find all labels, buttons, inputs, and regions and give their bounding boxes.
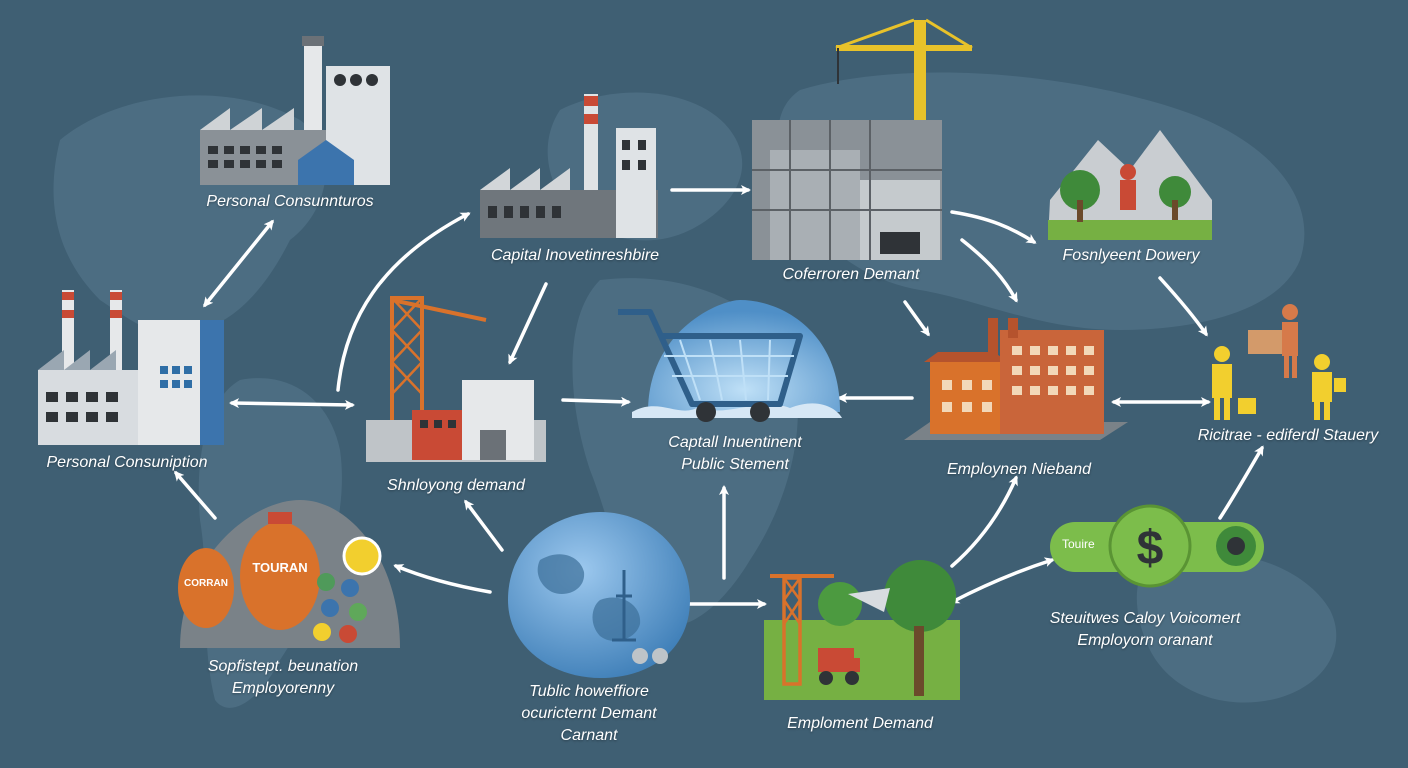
arrow-money-figures bbox=[1218, 445, 1264, 520]
label-capital-public: Captall Inuentinent Public Stement bbox=[668, 434, 802, 473]
label-fosnlyent-dowery: Fosnlyeent Dowery bbox=[1062, 247, 1200, 264]
money-bar-icon: Touire $ bbox=[1050, 504, 1264, 588]
label-tublic: Tublic howeffiore ocuricternt Demant Car… bbox=[521, 683, 657, 744]
label-ricitrae: Ricitrae - ediferdl Stauery bbox=[1197, 427, 1379, 444]
label-coferroren-demand: Coferroren Demant bbox=[782, 266, 920, 283]
arrow-consumption-shnloyong bbox=[229, 398, 355, 410]
label-personal-consumption: Personal Consuniption bbox=[46, 454, 208, 471]
flow-arrows bbox=[174, 185, 1264, 609]
arrow-employment-up bbox=[950, 475, 1018, 568]
people-figures-icon bbox=[1212, 304, 1346, 420]
arrow-globe-to-tourism bbox=[393, 564, 492, 594]
label-sophistept: Sopfistept. beunation Employorenny bbox=[207, 658, 359, 697]
arrow-fosnly-figures bbox=[1158, 276, 1208, 337]
factory-icon-top-left bbox=[200, 36, 390, 185]
tourism-sign-left: CORRAN bbox=[184, 578, 228, 589]
arrow-capital-down bbox=[508, 282, 548, 365]
construction-site-icon bbox=[752, 18, 973, 260]
arrow-globe-to-shnloyong bbox=[464, 499, 504, 552]
arrow-consumption-consumptions bbox=[203, 219, 274, 308]
label-personal-consumptions: Personal Consunnturos bbox=[206, 193, 374, 210]
arrow-cofer-brick-a bbox=[960, 238, 1018, 303]
factory-icon-left bbox=[38, 290, 224, 445]
arrow-cofer-fosnly bbox=[950, 210, 1037, 244]
arrow-employment-money bbox=[949, 557, 1055, 604]
factory-icon-top-center bbox=[480, 94, 658, 238]
label-shnloyong-demand: Shnloyong demand bbox=[387, 477, 525, 494]
arrow-tourism-to-consumption bbox=[174, 470, 217, 520]
label-employment-demand: Emploment Demand bbox=[787, 715, 933, 732]
construction-nature-icon bbox=[764, 560, 960, 700]
tourism-signs-icon: CORRAN TOURAN bbox=[178, 500, 400, 648]
money-bar-label: Touire bbox=[1062, 537, 1095, 551]
tourism-sign-right: TOURAN bbox=[252, 560, 307, 575]
arrow-to-cart bbox=[561, 396, 631, 407]
label-employnen-demand: Employnen Nieband bbox=[946, 461, 1092, 478]
label-steuitwes: Steuitwes Caloy Voicomert Employorn oran… bbox=[1049, 610, 1241, 649]
crane-factory-icon bbox=[366, 296, 546, 462]
arrow-up-to-capital bbox=[336, 212, 471, 392]
landscape-mountain-icon bbox=[1048, 130, 1212, 240]
brick-building-icon bbox=[904, 318, 1128, 440]
globe-icon bbox=[508, 512, 690, 678]
shopping-cart-icon bbox=[618, 300, 842, 422]
arrow-cofer-brick-b bbox=[903, 300, 930, 337]
dollar-icon: $ bbox=[1137, 522, 1164, 575]
label-capital-investment: Capital Inovetinreshbire bbox=[490, 247, 660, 264]
